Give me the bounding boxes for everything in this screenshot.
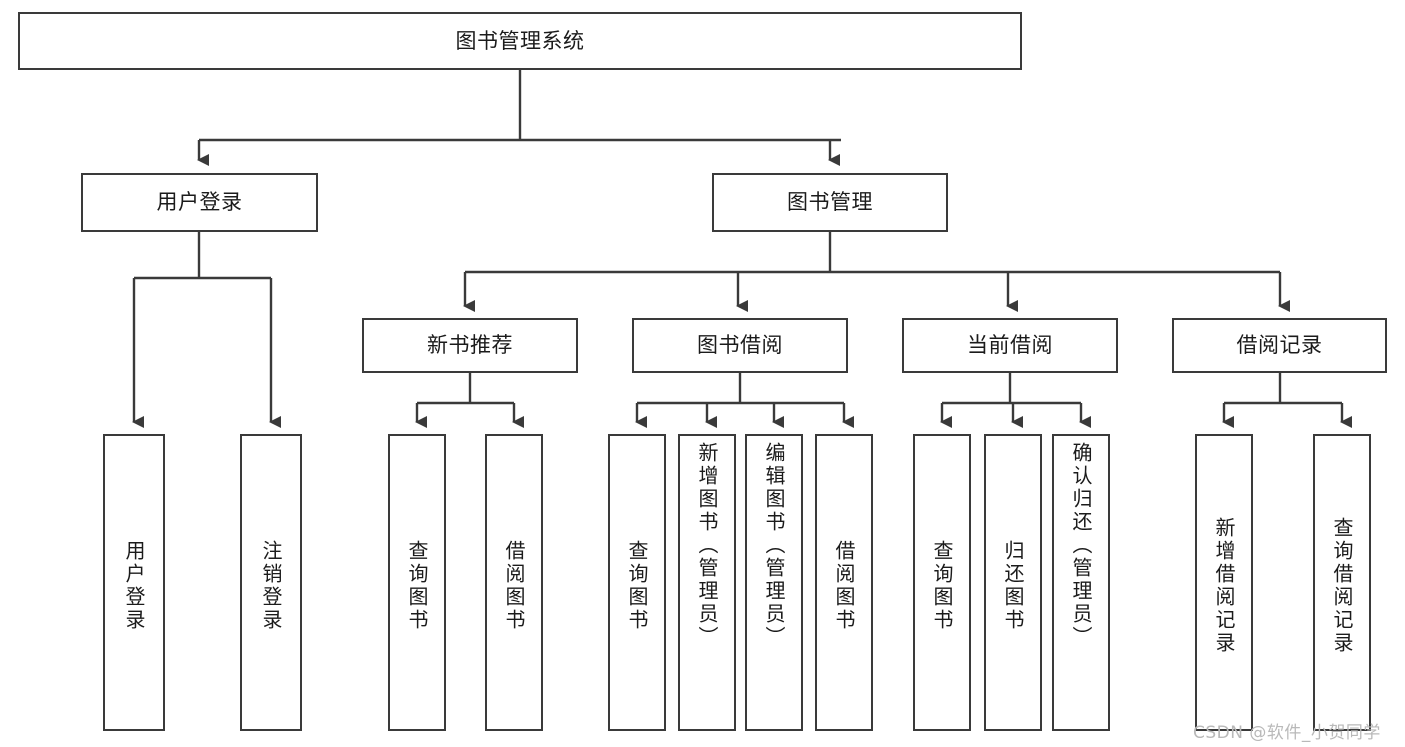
leaf-edit-book-admin[interactable]: 编辑图书（管理员） (745, 434, 803, 731)
leaf-confirm-return-admin[interactable]: 确认归还（管理员） (1052, 434, 1110, 731)
csdn-watermark: CSDN @软件_小贺同学 (1193, 723, 1381, 743)
node-book-borrow[interactable]: 图书借阅 (632, 318, 848, 373)
node-new-book-recommend[interactable]: 新书推荐 (362, 318, 578, 373)
leaf-borrow-book-new[interactable]: 借阅图书 (485, 434, 543, 731)
node-borrow-record[interactable]: 借阅记录 (1172, 318, 1387, 373)
node-book-management[interactable]: 图书管理 (712, 173, 948, 232)
leaf-query-borrow-record-label: 查询借阅记录 (1330, 516, 1354, 655)
node-root-label: 图书管理系统 (455, 28, 585, 53)
leaf-return-book[interactable]: 归还图书 (984, 434, 1042, 731)
leaf-add-borrow-record-label: 新增借阅记录 (1212, 516, 1236, 655)
leaf-query-book-new[interactable]: 查询图书 (388, 434, 446, 731)
leaf-query-book-current-label: 查询图书 (930, 539, 954, 632)
leaf-add-borrow-record[interactable]: 新增借阅记录 (1195, 434, 1253, 731)
leaf-user-login[interactable]: 用户登录 (103, 434, 165, 731)
node-user-login[interactable]: 用户登录 (81, 173, 318, 232)
node-borrow-record-label: 借阅记录 (1236, 333, 1323, 358)
node-book-borrow-label: 图书借阅 (697, 333, 783, 358)
node-user-login-label: 用户登录 (156, 190, 243, 215)
node-current-borrow[interactable]: 当前借阅 (902, 318, 1118, 373)
leaf-confirm-return-admin-label: 确认归还（管理员） (1069, 442, 1093, 649)
leaf-borrow-book-new-label: 借阅图书 (502, 539, 526, 632)
leaf-query-book-borrow-label: 查询图书 (625, 539, 649, 632)
leaf-borrow-book-label: 借阅图书 (832, 539, 856, 632)
leaf-user-login-label: 用户登录 (122, 539, 146, 632)
node-book-management-label: 图书管理 (787, 190, 873, 215)
leaf-add-book-admin-label: 新增图书（管理员） (695, 442, 719, 649)
leaf-edit-book-admin-label: 编辑图书（管理员） (762, 442, 786, 649)
leaf-query-book-new-label: 查询图书 (405, 539, 429, 632)
leaf-add-book-admin[interactable]: 新增图书（管理员） (678, 434, 736, 731)
leaf-query-book-borrow[interactable]: 查询图书 (608, 434, 666, 731)
node-current-borrow-label: 当前借阅 (967, 333, 1053, 358)
leaf-borrow-book[interactable]: 借阅图书 (815, 434, 873, 731)
node-new-book-recommend-label: 新书推荐 (427, 333, 513, 358)
leaf-return-book-label: 归还图书 (1001, 539, 1025, 632)
node-root[interactable]: 图书管理系统 (18, 12, 1022, 70)
leaf-query-book-current[interactable]: 查询图书 (913, 434, 971, 731)
leaf-query-borrow-record[interactable]: 查询借阅记录 (1313, 434, 1371, 731)
leaf-logout[interactable]: 注销登录 (240, 434, 302, 731)
leaf-logout-label: 注销登录 (259, 539, 283, 632)
